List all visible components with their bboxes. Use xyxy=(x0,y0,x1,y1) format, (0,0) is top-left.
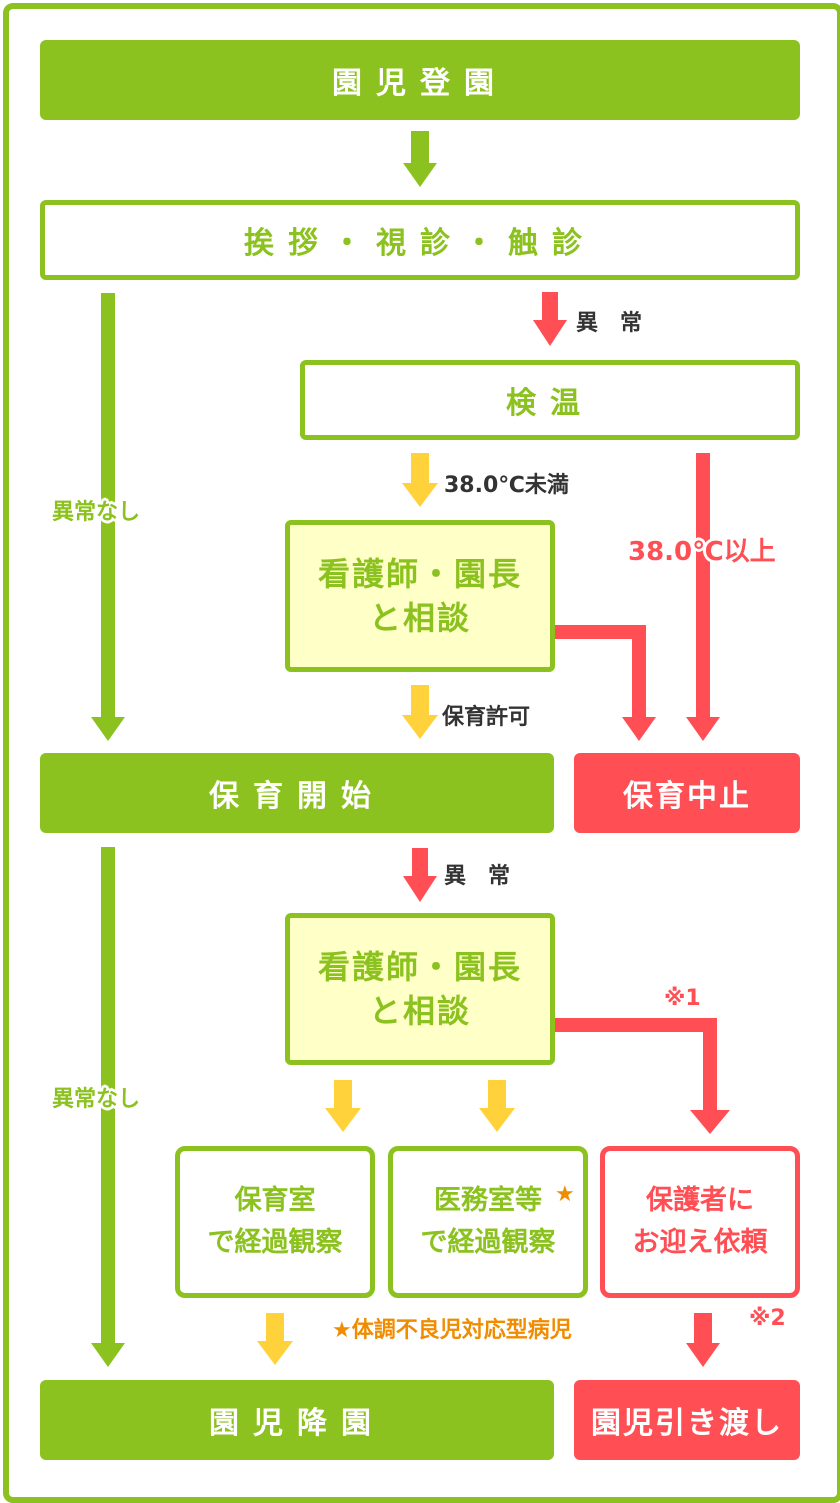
consult-box-2: 看護師・園長 と相談 xyxy=(285,913,555,1065)
parent-request-line1: 保護者に xyxy=(646,1185,754,1216)
abnormal-label-1: 異 常 xyxy=(576,311,643,336)
care-stop-label: 保育中止 xyxy=(623,779,751,814)
arrow-parent-to-handover xyxy=(686,1313,720,1367)
arrow-arrival-to-greeting xyxy=(403,131,437,187)
arrow-consult-to-stop xyxy=(554,625,656,741)
temperature-label: 検温 xyxy=(506,386,594,421)
note-1-label: ※1 xyxy=(664,986,701,1011)
arrow-care-start-to-departure xyxy=(91,847,125,1367)
observe-medical-box: 医務室等 で経過観察 xyxy=(388,1146,588,1298)
handover-label: 園児引き渡し xyxy=(591,1406,783,1441)
arrival-box: 園児登園 xyxy=(40,40,800,120)
arrow-temperature-to-stop xyxy=(686,453,720,741)
arrow-greeting-to-temperature xyxy=(533,292,567,346)
arrow-nursery-to-departure xyxy=(257,1313,293,1365)
observe-medical-line1: 医務室等 xyxy=(434,1185,542,1216)
abnormal-label-2: 異 常 xyxy=(444,864,511,889)
care-permit-label: 保育許可 xyxy=(442,705,531,730)
arrival-label: 園児登園 xyxy=(332,66,508,101)
no-abnormal-label-1: 異常なし xyxy=(52,500,141,525)
consult-1-line2: と相談 xyxy=(368,599,471,637)
consult-1-line1: 看護師・園長 xyxy=(317,555,522,593)
arrow-greeting-to-care-start xyxy=(91,293,125,741)
under-38-label: 38.0℃未満 xyxy=(444,473,569,498)
temperature-box: 検温 xyxy=(300,360,800,440)
arrow-consult2-to-medical xyxy=(479,1080,515,1132)
observe-medical-line2: で経過観察 xyxy=(420,1227,556,1258)
parent-request-box: 保護者に お迎え依頼 xyxy=(600,1146,800,1298)
arrow-care-start-to-consult2 xyxy=(403,848,437,902)
care-start-box: 保育開始 xyxy=(40,753,554,833)
handover-box: 園児引き渡し xyxy=(574,1380,800,1460)
greeting-box: 挨拶・視診・触診 xyxy=(40,200,800,280)
consult-box-1: 看護師・園長 と相談 xyxy=(285,520,555,672)
parent-request-line2: お迎え依頼 xyxy=(632,1227,768,1258)
consult-2-line2: と相談 xyxy=(368,992,471,1030)
arrow-temperature-to-consult xyxy=(402,453,438,507)
arrow-consult2-to-nursery xyxy=(325,1080,361,1132)
note-2-label: ※2 xyxy=(749,1306,786,1331)
no-abnormal-label-2: 異常なし xyxy=(52,1087,141,1112)
care-start-label: 保育開始 xyxy=(209,779,385,814)
medical-star-mark: ★ xyxy=(555,1182,575,1207)
greeting-label: 挨拶・視診・触診 xyxy=(244,226,596,261)
sick-child-note: ★体調不良児対応型病児 xyxy=(332,1318,572,1343)
arrow-consult2-to-parent xyxy=(554,1018,730,1134)
observe-nursery-box: 保育室 で経過観察 xyxy=(175,1146,375,1298)
over-38-label: 38.0℃以上 xyxy=(628,537,776,567)
departure-box: 園児降園 xyxy=(40,1380,554,1460)
observe-nursery-line1: 保育室 xyxy=(234,1185,316,1216)
consult-2-line1: 看護師・園長 xyxy=(317,948,522,986)
observe-nursery-line2: で経過観察 xyxy=(207,1227,343,1258)
arrow-consult-to-care-start xyxy=(402,685,438,739)
departure-label: 園児降園 xyxy=(209,1406,385,1441)
care-stop-box: 保育中止 xyxy=(574,753,800,833)
